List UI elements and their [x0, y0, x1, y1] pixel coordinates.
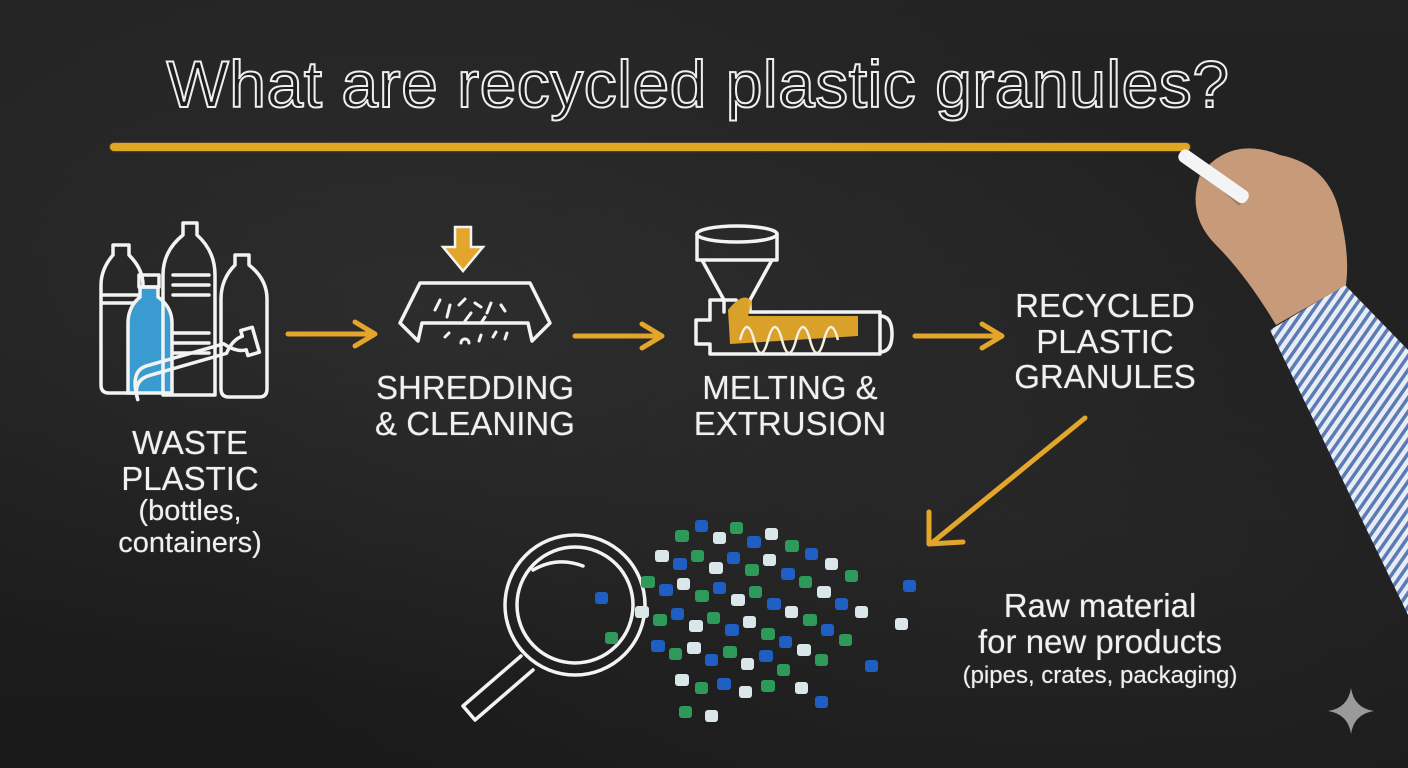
extruder-icon: [694, 224, 894, 356]
bottles-icon: [99, 221, 269, 402]
arrow-right-icon: [285, 319, 378, 349]
magnifier-granules-icon: [461, 520, 916, 722]
granules-pile: [595, 520, 916, 722]
arrow-right-icon: [572, 321, 665, 351]
hand-with-chalk: [1178, 148, 1408, 615]
step-granules-label: RECYCLED PLASTIC GRANULES: [1014, 287, 1196, 396]
step-melting-label: MELTING & EXTRUSION: [693, 369, 887, 442]
arrow-down-left-icon: [926, 415, 1088, 547]
step-waste-plastic-label: WASTE PLASTIC (bottles, containers): [118, 424, 262, 559]
step-shredding-label: SHREDDING & CLEANING: [375, 369, 575, 442]
shredder-icon: [398, 225, 552, 345]
page-title: What are recycled plastic granules?: [166, 46, 1231, 122]
sparkle-icon: [1328, 688, 1374, 734]
result-label: Raw material for new products (pipes, cr…: [962, 587, 1238, 690]
title-underline: [110, 143, 1190, 151]
arrow-right-icon: [912, 321, 1005, 351]
